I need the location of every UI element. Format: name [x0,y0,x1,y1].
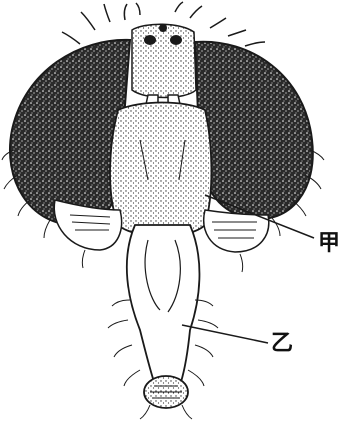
proboscis [127,225,200,408]
callout-label-yi: 乙 [271,332,293,354]
frons [132,24,196,98]
callout-leader-yi [182,325,268,343]
face-clypeus [110,103,211,237]
callout-label-jia: 甲 [318,232,340,254]
left-gena [54,200,121,250]
right-compound-eye [195,42,313,219]
